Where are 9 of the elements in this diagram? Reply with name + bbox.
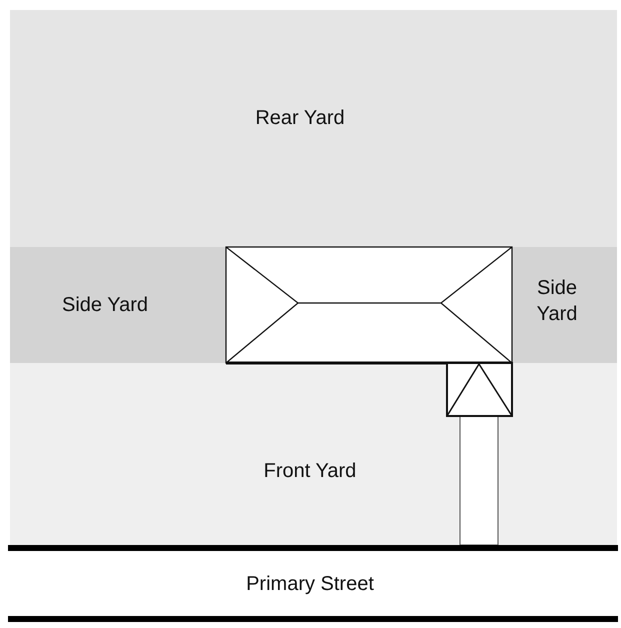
area-label: Front Yard bbox=[262, 459, 358, 484]
front-yard-area bbox=[10, 363, 617, 545]
side-yard-area bbox=[10, 247, 226, 363]
area-label: Rear Yard bbox=[254, 106, 346, 131]
street-label: Primary Street bbox=[245, 572, 375, 597]
side-yard-area bbox=[512, 247, 617, 363]
rear-yard-area bbox=[10, 10, 617, 247]
area-label: Side Yard bbox=[536, 276, 578, 327]
area-label: Side Yard bbox=[61, 293, 149, 318]
